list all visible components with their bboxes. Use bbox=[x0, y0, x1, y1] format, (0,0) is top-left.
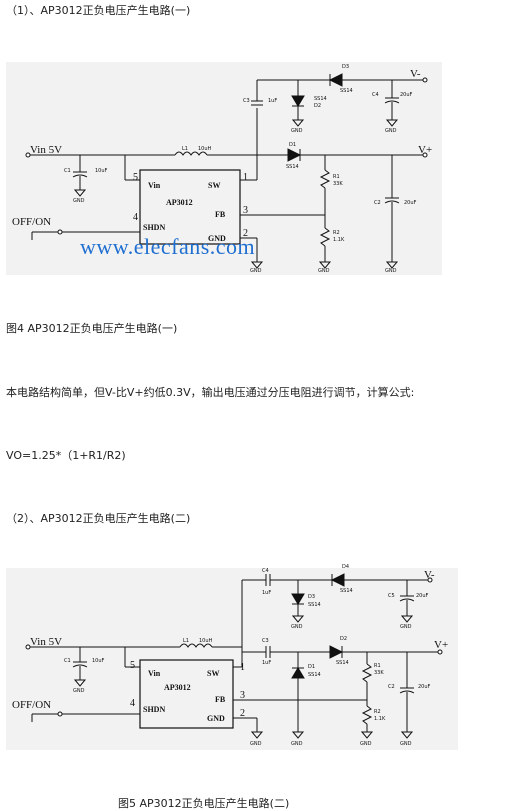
c2-gnd-d3: GND bbox=[291, 624, 303, 630]
c1-d3v: SS14 bbox=[340, 88, 353, 94]
c1-d2: D2 bbox=[314, 103, 321, 109]
figure5-caption: 图5 AP3012正负电压产生电路(二) bbox=[118, 797, 290, 810]
c1-pin-fb: FB bbox=[215, 210, 226, 219]
c2-gnd-c5: GND bbox=[400, 624, 412, 630]
c2-d4v: SS14 bbox=[340, 588, 353, 594]
c2-pin1: 1 bbox=[240, 662, 245, 673]
c2-c4: C4 bbox=[262, 568, 269, 574]
circuit2-panel bbox=[6, 568, 458, 750]
c2-pin5: 5 bbox=[130, 660, 135, 671]
c2-pin-vin: Vin bbox=[148, 669, 161, 678]
c1-d1: D1 bbox=[289, 142, 296, 148]
c2-d4: D4 bbox=[342, 564, 349, 570]
c2-pin2: 2 bbox=[240, 708, 245, 719]
c2-d1: D1 bbox=[308, 664, 315, 670]
c1-c1: C1 bbox=[64, 168, 71, 174]
c1-c3v: 1uF bbox=[268, 98, 277, 104]
c1-vneg-label: V- bbox=[410, 68, 421, 80]
c2-d1v: SS14 bbox=[308, 672, 321, 678]
c2-r1v: 33K bbox=[374, 670, 384, 676]
c1-c4v: 20uF bbox=[400, 92, 413, 98]
c1-pin5: 5 bbox=[133, 172, 138, 183]
c2-vin-label: Vin 5V bbox=[30, 636, 62, 648]
c2-d2v: SS14 bbox=[336, 660, 349, 666]
c1-offon-label: OFF/ON bbox=[12, 216, 51, 228]
c1-pin2: 2 bbox=[243, 228, 248, 239]
c1-l1v: 10uH bbox=[198, 146, 212, 152]
c1-gnd-c4: GND bbox=[385, 128, 397, 134]
c1-c4: C4 bbox=[372, 92, 379, 98]
c1-r1v: 33K bbox=[333, 181, 343, 187]
c1-c1v: 10uF bbox=[95, 168, 108, 174]
c1-pin1: 1 bbox=[243, 172, 248, 183]
c2-vneg-label: V- bbox=[424, 569, 435, 581]
c2-gnd-c1: GND bbox=[73, 688, 85, 694]
c1-gnd-d2: GND bbox=[291, 128, 303, 134]
c2-r1: R1 bbox=[374, 663, 381, 669]
c2-c5: C5 bbox=[388, 593, 395, 599]
c2-l1v: 10uH bbox=[199, 638, 213, 644]
c2-c2v: 20uF bbox=[418, 684, 431, 690]
section1-heading: （1）、AP3012正负电压产生电路(一) bbox=[6, 4, 191, 17]
c2-c2: C2 bbox=[388, 684, 395, 690]
c2-c3v: 1uF bbox=[262, 660, 271, 666]
c1-c3: C3 bbox=[243, 98, 250, 104]
c1-c2v: 20uF bbox=[404, 200, 417, 206]
c2-chip-name: AP3012 bbox=[164, 683, 191, 692]
c2-pin-fb: FB bbox=[215, 695, 226, 704]
c1-r2: R2 bbox=[333, 230, 340, 236]
c1-c2: C2 bbox=[374, 200, 381, 206]
c1-d3: D3 bbox=[342, 64, 349, 70]
c1-pin4: 4 bbox=[133, 212, 138, 223]
c1-vpos-label: V+ bbox=[418, 144, 432, 156]
c1-d1v: SS14 bbox=[286, 164, 299, 170]
circuit1 bbox=[25, 73, 428, 262]
c1-pin3: 3 bbox=[243, 205, 248, 216]
c2-pin-sw: SW bbox=[207, 669, 219, 678]
c2-pin-shdn: SHDN bbox=[143, 705, 165, 714]
c2-r2: R2 bbox=[374, 709, 381, 715]
c2-gnd-d1: GND bbox=[291, 741, 303, 747]
c2-pin4: 4 bbox=[130, 698, 135, 709]
c2-gnd-chip: GND bbox=[250, 741, 262, 747]
c2-c5v: 20uF bbox=[416, 593, 429, 599]
c2-l1: L1 bbox=[183, 638, 189, 644]
c2-c3: C3 bbox=[262, 638, 269, 644]
c1-d2v: SS14 bbox=[314, 96, 327, 102]
circuit1-panel bbox=[6, 62, 442, 275]
c2-pin-gnd: GND bbox=[207, 714, 225, 723]
figure4-caption: 图4 AP3012正负电压产生电路(一) bbox=[6, 322, 178, 335]
section2-heading: （2）、AP3012正负电压产生电路(二) bbox=[6, 512, 191, 525]
c2-gnd-c2: GND bbox=[400, 741, 412, 747]
c1-l1: L1 bbox=[182, 146, 188, 152]
c2-gnd-r2: GND bbox=[360, 741, 372, 747]
c2-d3v: SS14 bbox=[308, 602, 321, 608]
c2-offon-label: OFF/ON bbox=[12, 699, 51, 711]
c2-r2v: 1.1K bbox=[374, 716, 386, 722]
circuit2 bbox=[25, 573, 443, 732]
c1-r1: R1 bbox=[333, 174, 340, 180]
c1-pin-gnd: GND bbox=[208, 234, 226, 243]
c2-d3: D3 bbox=[308, 594, 315, 600]
c1-gnd-chip: GND bbox=[250, 268, 262, 274]
c1-r2v: 1.1K bbox=[333, 237, 345, 243]
c1-vin-label: Vin 5V bbox=[30, 144, 62, 156]
c1-pin-sw: SW bbox=[208, 181, 220, 190]
watermark: www.elecfans.com bbox=[80, 234, 255, 259]
c1-pin-shdn: SHDN bbox=[143, 223, 165, 232]
c1-pin-vin: Vin bbox=[148, 181, 161, 190]
c1-gnd-c1: GND bbox=[73, 198, 85, 204]
c2-pin3: 3 bbox=[240, 690, 245, 701]
c2-c4v: 1uF bbox=[262, 590, 271, 596]
c1-gnd-r2: GND bbox=[318, 268, 330, 274]
circuit-description: 本电路结构简单，但V-比V+约低0.3V，输出电压通过分压电阻进行调节，计算公式… bbox=[6, 386, 415, 399]
c1-chip-name: AP3012 bbox=[166, 198, 193, 207]
c2-c1v: 10uF bbox=[92, 658, 105, 664]
c2-d2: D2 bbox=[340, 636, 347, 642]
c2-c1: C1 bbox=[64, 658, 71, 664]
c2-vpos-label: V+ bbox=[434, 639, 448, 651]
c1-gnd-c2: GND bbox=[385, 268, 397, 274]
formula: VO=1.25*（1+R1/R2) bbox=[6, 449, 126, 462]
